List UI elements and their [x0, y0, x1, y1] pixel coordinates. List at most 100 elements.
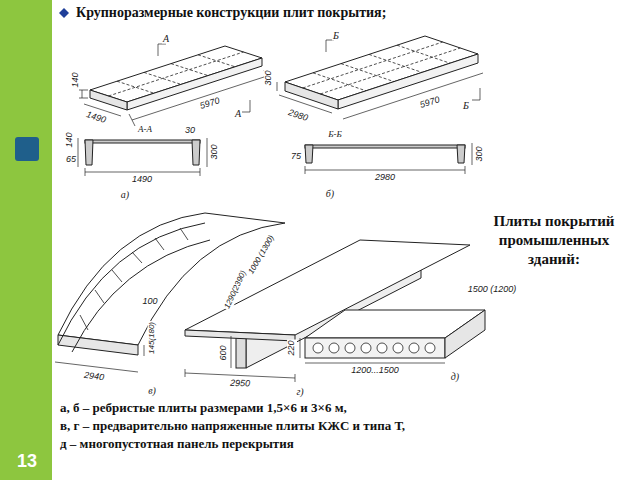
section-a-a — [78, 138, 207, 176]
arched-slab-v — [155, 238, 164, 250]
section-a-a — [78, 138, 79, 167]
ribbed-slab-a — [109, 52, 244, 96]
dimension-label: 1200...1500 — [350, 366, 400, 376]
dimension-label: 300 — [264, 69, 274, 86]
section-a-a — [85, 172, 200, 173]
ribbed-slab-a — [90, 90, 127, 110]
section-mark: А — [162, 33, 170, 44]
arched-slab-v — [112, 270, 122, 282]
t-slab-g — [185, 336, 295, 382]
ribbed-slab-a — [129, 114, 135, 126]
section-a-a — [85, 140, 93, 165]
hollow-core-panel-d — [409, 343, 419, 353]
ribbed-slab-b — [343, 73, 483, 119]
ribbed-slab-a — [79, 98, 88, 99]
section-b-b — [305, 143, 472, 174]
dimension-label: 1500 (1200) — [467, 285, 518, 295]
hollow-core-panel-d — [305, 363, 445, 364]
figure-letter: в) — [147, 385, 157, 396]
section-b-b — [472, 143, 473, 165]
t-slab-g — [236, 338, 246, 368]
section-b-b — [305, 166, 306, 174]
dimension-label: 300 — [210, 143, 220, 160]
section-a-a — [85, 140, 200, 143]
ribbed-slab-b — [277, 40, 483, 119]
section-a-a — [192, 140, 200, 165]
arched-slab-v — [180, 228, 188, 240]
ribbed-slab-a — [79, 90, 88, 91]
hollow-core-panel-d — [329, 343, 339, 353]
dimension-label: 140 — [65, 131, 75, 148]
ribbed-slab-b — [279, 95, 332, 113]
section-mark: А — [234, 108, 242, 119]
dimension-label: 75 — [290, 152, 302, 162]
ribbed-slab-b — [285, 82, 338, 109]
dimension-label: 1490 — [131, 175, 153, 185]
ribbed-slab-a — [132, 76, 267, 120]
ribbed-slab-b — [472, 100, 480, 101]
dimension-label: 65 — [65, 155, 77, 165]
hollow-core-panel-d — [313, 343, 323, 353]
dimension-label: 2940 — [82, 371, 105, 384]
dimension-label: 300 — [475, 145, 485, 162]
section-title: А-А — [137, 125, 153, 135]
ribbed-slab-a — [158, 44, 166, 45]
arched-slab-v — [80, 315, 88, 330]
dimension-label: 30 — [184, 126, 196, 136]
dimension-label: 600 — [219, 344, 229, 361]
figure-letter: г) — [295, 386, 304, 397]
section-a-a — [85, 168, 86, 176]
dimension-label: 1490 — [84, 110, 108, 126]
dimension-label: 2980 — [374, 173, 396, 183]
arched-slab-v — [55, 345, 144, 372]
dimension-label: 2980 — [286, 108, 310, 124]
dimension-label: 140 — [71, 71, 81, 88]
section-mark: Б — [332, 30, 340, 41]
arched-slab-v — [58, 335, 138, 355]
arched-slab-v — [80, 228, 188, 330]
ribbed-slab-a — [109, 52, 244, 96]
side-band — [15, 137, 39, 161]
side-band — [0, 0, 52, 480]
ribbed-slab-a — [250, 100, 251, 112]
section-b-b — [457, 145, 465, 163]
caption-line: а, б – ребристые плиты размерами 1,5×6 и… — [60, 400, 347, 416]
section-b-b — [305, 143, 472, 174]
dimension-label: 5970 — [418, 95, 442, 111]
figure-letter: д) — [450, 371, 460, 382]
hollow-core-panel-d — [300, 310, 485, 363]
slide-title: Крупноразмерные конструкции плит покрыти… — [76, 4, 386, 22]
figure-letter: а) — [120, 189, 130, 200]
ribbed-slab-b — [277, 82, 278, 91]
ribbed-slab-a — [242, 112, 250, 113]
dimension-label: 5970 — [198, 96, 222, 112]
t-slab-g — [185, 369, 186, 377]
section-b-b — [305, 170, 465, 171]
ribbed-slab-b — [326, 40, 327, 52]
section-a-a — [78, 138, 207, 176]
section-title: Б-Б — [327, 130, 343, 140]
ribbed-slab-a — [79, 44, 270, 126]
slide-number: 13 — [16, 452, 38, 472]
arched-slab-v — [132, 252, 142, 263]
hollow-core-panel-d — [393, 343, 403, 353]
hollow-core-panel-d — [377, 343, 387, 353]
dimension-label: 220 — [287, 339, 297, 356]
ribbed-slab-a — [79, 44, 270, 126]
section-b-b — [305, 145, 313, 163]
t-slab-g — [185, 373, 295, 378]
dimension-label: 145(180) — [148, 321, 157, 355]
dimension-label: 100 — [141, 297, 158, 307]
hollow-core-panel-d — [361, 343, 371, 353]
section-a-a — [200, 168, 201, 176]
caption-line: в, г – предварительно напряженные плиты … — [60, 418, 405, 434]
hollow-core-panel-d — [300, 338, 301, 358]
hollow-core-panel-d — [445, 310, 485, 358]
ribbed-slab-b — [277, 36, 483, 119]
bullet-diamond — [59, 8, 69, 18]
figure-letter: б) — [325, 188, 335, 199]
side-band — [0, 0, 52, 480]
t-slab-g — [231, 336, 232, 368]
ribbed-slab-a — [82, 90, 83, 98]
